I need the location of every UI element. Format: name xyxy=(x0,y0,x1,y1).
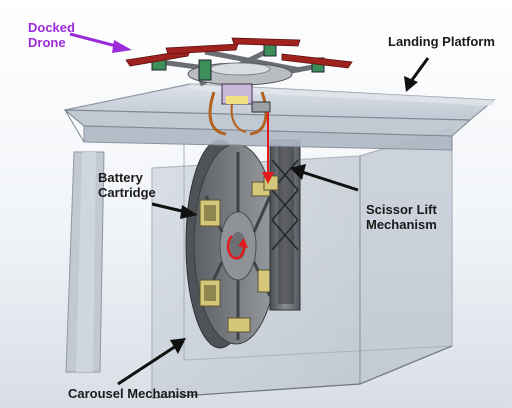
drone xyxy=(125,37,353,136)
propeller xyxy=(281,53,353,69)
support-leg xyxy=(65,151,105,373)
label-scissor-lift-line2: Mechanism xyxy=(366,217,437,232)
propeller xyxy=(231,37,301,47)
battery-cartridge xyxy=(199,199,221,227)
battery-cartridge xyxy=(227,317,251,333)
callout-arrow-battery-cartridge xyxy=(151,202,198,219)
label-scissor-lift: Scissor Lift Mechanism xyxy=(366,202,437,232)
propeller xyxy=(165,43,239,55)
battery-cartridge xyxy=(199,279,221,307)
label-battery-cartridge-line1: Battery xyxy=(98,170,143,185)
lift-direction-arrow xyxy=(262,112,274,184)
battery-cartridges xyxy=(199,181,275,333)
label-battery-cartridge: Battery Cartridge xyxy=(98,170,156,200)
callout-arrow-landing-platform xyxy=(404,57,430,92)
motor xyxy=(198,59,212,81)
landing-platform xyxy=(63,83,496,151)
callout-arrow-docked-drone xyxy=(69,32,132,53)
label-scissor-lift-line1: Scissor Lift xyxy=(366,202,437,217)
label-landing-platform: Landing Platform xyxy=(388,34,495,49)
callout-arrow-carousel xyxy=(117,338,186,386)
callout-arrow-scissor-lift xyxy=(290,164,359,192)
scissor-lift xyxy=(263,139,301,311)
label-docked-drone-line1: Docked xyxy=(28,20,75,35)
carousel-disk xyxy=(185,139,279,349)
label-carousel-mechanism: Carousel Mechanism xyxy=(68,386,199,401)
label-docked-drone-line2: Drone xyxy=(28,35,66,50)
rotation-arrow-icon xyxy=(226,235,248,260)
label-battery-cartridge-line2: Cartridge xyxy=(98,185,156,200)
label-docked-drone: Docked Drone xyxy=(28,20,75,50)
